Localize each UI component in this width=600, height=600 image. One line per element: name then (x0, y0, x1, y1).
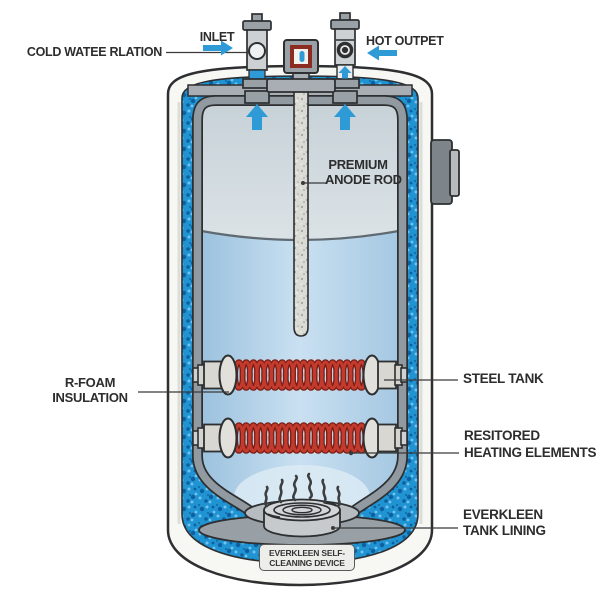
insulation-label-line2: INSULATION (52, 390, 128, 405)
anode-rod-label: PREMIUM ANODE ROD (325, 157, 402, 187)
temperature-gauge (266, 39, 336, 93)
anode-rod (293, 83, 309, 337)
leader-lines (138, 51, 459, 530)
heating-elements-label-line1: RESITORED (464, 428, 540, 443)
heating-elements-label-line2: HEATING ELEMENTS (464, 444, 597, 460)
tank-lining-label: EVERKLEEN TANK LINING (463, 507, 546, 538)
control-box (430, 139, 460, 205)
steam-squiggles-icon (264, 472, 341, 508)
tank-up-arrow-left-icon (246, 104, 268, 130)
anode-rod-label-line2: ANODE ROD (325, 172, 402, 187)
inlet-flow-arrow-icon (203, 40, 233, 56)
hot-outlet-label: HOT OUTPET (366, 34, 444, 48)
tank-lining-label-line1: EVERKLEEN (463, 507, 543, 522)
leader-heating-dot (348, 450, 354, 456)
cold-water-label: COLD WATEE RLATION (26, 45, 162, 59)
self-cleaning-device (244, 498, 360, 538)
self-cleaning-plaque: EVERKLEEN SELF-CLEANING DEVICE (259, 544, 355, 571)
plaque-line1: EVERKLEEN (269, 548, 320, 558)
heater-coil (232, 359, 369, 391)
tank-up-arrow-right-icon (334, 104, 356, 130)
plaque-line2: SELF-CLEANING DEVICE (269, 548, 345, 568)
tank-lining-label-line2: TANK LINING (463, 522, 546, 538)
insulation-label: R-FOAM INSULATION (45, 375, 135, 405)
inlet-label: INLET (199, 30, 235, 44)
steel-tank-wall (192, 95, 408, 519)
insulation-label-line1: R-FOAM (64, 375, 116, 390)
cold-inlet-valve (242, 13, 272, 104)
leader-lining-dot (331, 526, 335, 530)
steel-tank-label: STEEL TANK (463, 371, 544, 386)
heating-element-lower (192, 417, 408, 459)
anode-rod-label-line1: PREMIUM (328, 157, 388, 172)
heating-elements-label: RESITORED HEATING ELEMENTS (464, 428, 597, 461)
hot-pipe-up-arrow-icon (338, 66, 352, 79)
outlet-flow-arrow-icon (367, 45, 397, 61)
heating-element-upper (192, 354, 408, 396)
leader-anode-dot (301, 181, 305, 185)
heater-coil (232, 422, 369, 454)
flow-arrows (203, 40, 397, 130)
